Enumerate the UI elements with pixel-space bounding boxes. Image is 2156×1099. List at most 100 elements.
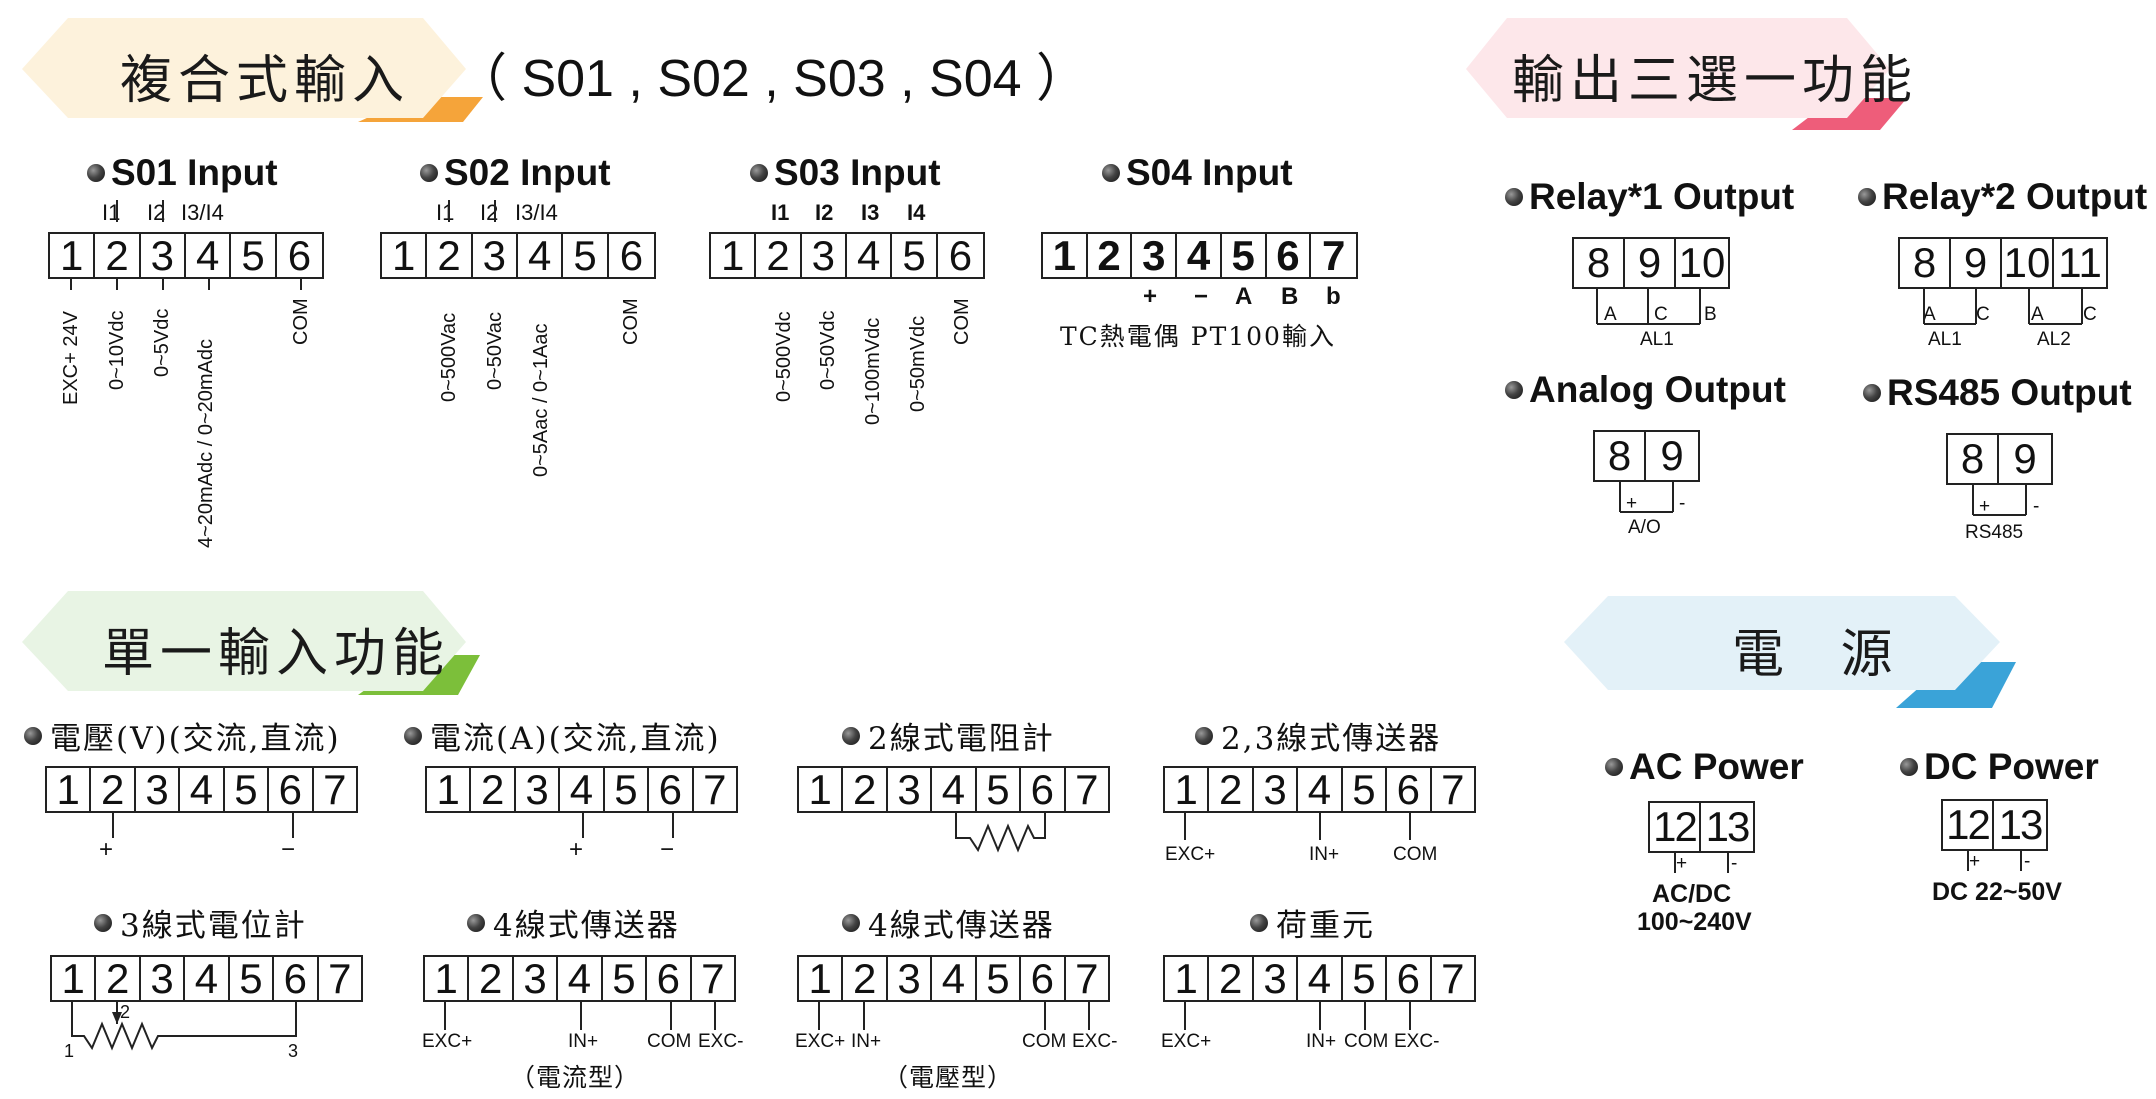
- terminal-1: 1: [425, 957, 470, 1000]
- terminal-4: 4: [558, 957, 603, 1000]
- s01-header-i1: I1: [102, 200, 121, 225]
- single-23wire-exc-plus: EXC+: [1165, 844, 1216, 865]
- dc-power-title-text: DC Power: [1924, 746, 2099, 787]
- s02-terminal-block: 1 2 3 4 5 6: [380, 232, 656, 279]
- terminal-9: 9: [1625, 239, 1676, 287]
- s02-header-i3i4: I3/I4: [515, 200, 558, 225]
- caption-text: 4線式傳送器: [868, 908, 1055, 944]
- terminal-5: 5: [977, 768, 1022, 811]
- terminal-4: 4: [518, 234, 564, 277]
- caption-text: 3線式電位計: [120, 908, 307, 944]
- terminal-7: 7: [328, 954, 352, 1002]
- terminal-4: 4: [932, 957, 977, 1000]
- terminal-7: 7: [1075, 765, 1099, 813]
- banner-power: 電 源: [1560, 592, 2020, 710]
- single-23wire-transmitter-terminal-block: 1 2 3 4 5 6 7: [1163, 766, 1476, 813]
- terminal-6: 6: [1387, 768, 1432, 811]
- single-4wire-current-caption: 4線式傳送器: [467, 900, 680, 945]
- relay2-group-al2: AL2: [2037, 329, 2071, 350]
- s04-title-text: S04 Input: [1126, 152, 1293, 193]
- single-load-cell-com: COM: [1344, 1031, 1389, 1052]
- relay1-title-text: Relay*1 Output: [1529, 176, 1795, 217]
- terminal-4: 4: [1177, 234, 1222, 277]
- bullet-icon: [1863, 384, 1881, 402]
- banner-power-title: 電 源: [1732, 625, 1913, 685]
- s01-terminal-block: 1 2 3 4 5 6: [48, 232, 324, 279]
- banner-single-title: 單一輸入功能: [102, 624, 451, 684]
- ac-power-title-text: AC Power: [1629, 746, 1804, 787]
- terminal-2: 2: [91, 768, 136, 811]
- single-4wire-voltage-note: （電壓型）: [883, 1063, 1014, 1092]
- terminal-3: 3: [1132, 234, 1178, 277]
- ac-power-terminal-block: 12 13: [1648, 801, 1755, 853]
- terminal-3: 3: [802, 234, 848, 277]
- bullet-icon: [1505, 188, 1523, 206]
- terminal-1: 1: [711, 234, 757, 277]
- terminal-4: 4: [185, 957, 230, 1000]
- bullet-icon: [467, 913, 485, 932]
- bullet-icon: [87, 164, 105, 182]
- terminal-2: 2: [471, 768, 516, 811]
- bullet-icon: [1900, 758, 1918, 776]
- terminal-2: 2: [843, 768, 888, 811]
- terminal-3: 3: [514, 957, 559, 1000]
- s01-title: S01 Input: [87, 152, 278, 194]
- single-4wire-current-in-plus: IN+: [568, 1031, 599, 1052]
- single-load-cell-in-plus: IN+: [1306, 1031, 1337, 1052]
- relay2-terminal-block: 8 9 10 11: [1898, 237, 2108, 289]
- terminal-2: 2: [843, 957, 888, 1000]
- terminal-3: 3: [888, 768, 933, 811]
- terminal-6: 6: [649, 768, 694, 811]
- bullet-icon: [750, 164, 768, 182]
- single-4wire-voltage-in-plus: IN+: [851, 1031, 882, 1052]
- terminal-6: 6: [948, 231, 973, 279]
- terminal-2: 2: [469, 957, 514, 1000]
- terminal-12: 12: [1650, 803, 1702, 851]
- s02-title: S02 Input: [420, 152, 611, 194]
- s01-header-i2: I2: [147, 200, 166, 225]
- terminal-9: 9: [1660, 432, 1684, 479]
- single-voltage-minus: −: [281, 836, 296, 863]
- terminal-6: 6: [1387, 957, 1432, 1000]
- single-23wire-transmitter-caption: 2,3線式傳送器: [1195, 713, 1441, 758]
- single-23wire-in-plus: IN+: [1309, 844, 1340, 865]
- terminal-5: 5: [231, 234, 277, 277]
- s03-header-i1: I1: [771, 200, 790, 225]
- s04-sign-minus: −: [1194, 283, 1209, 310]
- terminal-3: 3: [473, 234, 519, 277]
- single-load-cell-exc-plus: EXC+: [1161, 1031, 1212, 1052]
- banner-output-select: 輸出三選一功能: [1462, 14, 1912, 130]
- rs485-title: RS485 Output: [1863, 372, 2132, 414]
- terminal-5: 5: [225, 768, 270, 811]
- terminal-5: 5: [605, 768, 650, 811]
- single-4wire-current-exc-plus: EXC+: [422, 1031, 473, 1052]
- terminal-1: 1: [1043, 234, 1088, 277]
- terminal-3: 3: [136, 768, 181, 811]
- s04-sign-b-lower: b: [1326, 283, 1341, 310]
- s03-title: S03 Input: [750, 152, 941, 194]
- dc-power-spec: DC 22~50V: [1932, 878, 2062, 906]
- single-4wire-voltage-terminal-block: 1 2 3 4 5 6 7: [797, 955, 1110, 1002]
- banner-single-shape: [22, 591, 480, 695]
- terminal-2: 2: [427, 234, 473, 277]
- terminal-12: 12: [1943, 801, 1995, 849]
- single-23wire-com: COM: [1393, 844, 1438, 865]
- bullet-icon: [404, 726, 422, 745]
- analog-label-minus: -: [1679, 493, 1686, 514]
- s03-title-text: S03 Input: [774, 152, 941, 193]
- single-2wire-resistance-caption: 2線式電阻計: [842, 713, 1055, 758]
- single-voltage-caption: 電壓(V)(交流,直流): [24, 713, 341, 758]
- terminal-8: 8: [1900, 239, 1952, 287]
- banner-composite-input: 複合式輸入: [18, 14, 488, 122]
- terminal-9: 9: [2013, 435, 2037, 482]
- terminal-6: 6: [1021, 768, 1066, 811]
- dc-power-label-plus: +: [1969, 851, 1981, 872]
- single-current-plus: +: [569, 836, 584, 863]
- terminal-7: 7: [701, 954, 725, 1002]
- caption-text: 2,3線式傳送器: [1221, 721, 1442, 757]
- relay2-title-text: Relay*2 Output: [1882, 176, 2148, 217]
- terminal-6: 6: [269, 768, 314, 811]
- analog-label-plus: +: [1626, 493, 1638, 514]
- caption-text: 荷重元: [1276, 908, 1375, 944]
- terminal-5: 5: [563, 234, 609, 277]
